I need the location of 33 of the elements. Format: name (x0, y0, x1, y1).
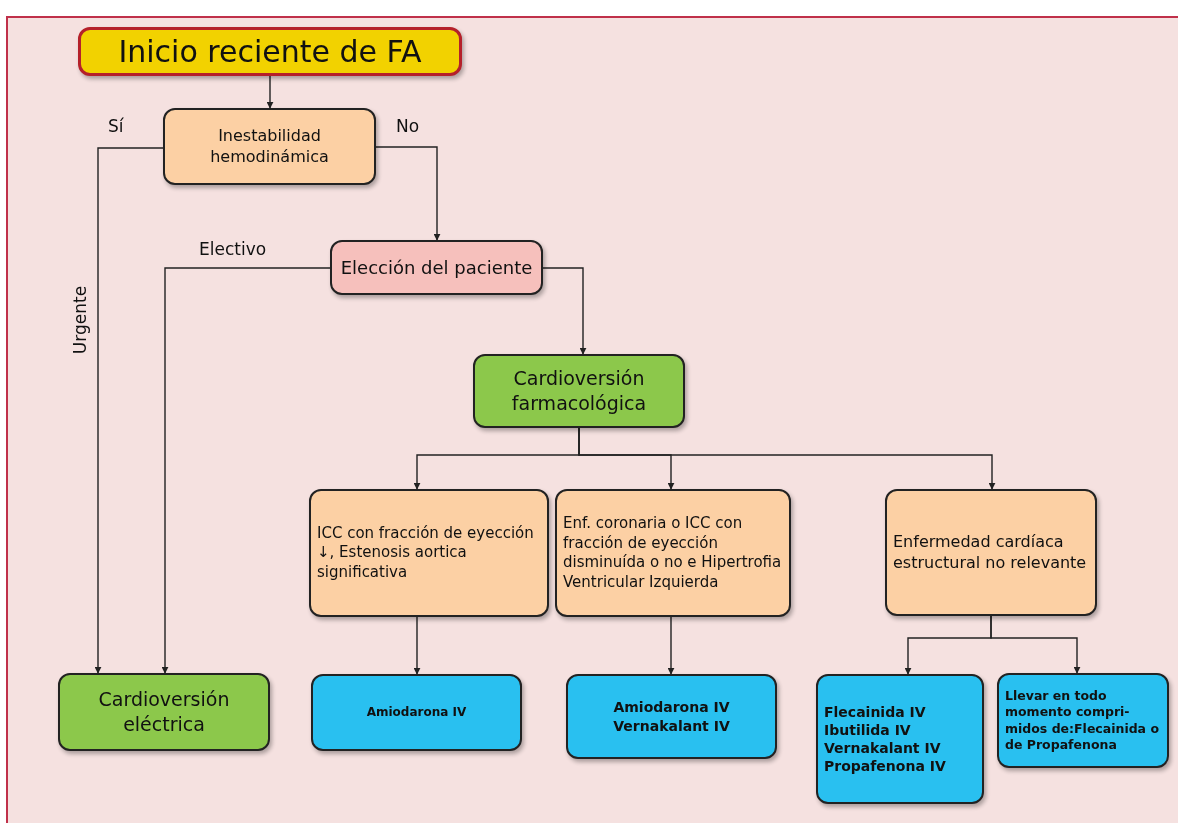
box-text: Enf. coronaria o ICC con fracción de eyección disminuída o no e Hipertrofia Ventricular Izquierda (563, 514, 783, 592)
treatment-box (816, 674, 984, 804)
treatment-box (311, 674, 522, 751)
condition-box (309, 489, 549, 617)
condition-box (163, 108, 376, 185)
box-text: Llevar en todo momento compri- midos de:Flecainida o de Propafenona (1005, 688, 1160, 753)
box-text: Inestabilidad hemodinámica (209, 125, 330, 168)
arrow (375, 146, 441, 241)
box-text: ICC con fracción de eyección ↓, Estenosis aortica significativa (317, 523, 535, 583)
arrow (667, 616, 675, 675)
arrow (413, 616, 421, 675)
box-text: Elección del paciente (340, 255, 533, 280)
procedure-box (473, 354, 685, 428)
arrow (161, 267, 331, 674)
arrow (94, 147, 164, 674)
decision-box (330, 240, 543, 295)
procedure-box (58, 673, 270, 751)
treatment-box (997, 673, 1169, 768)
box-text: Amiodarona IV Vernakalant IV (612, 698, 731, 735)
start-box (78, 27, 462, 76)
box-text: Flecainida IV Ibutilida IV Vernakalant IV Propafenona IV (824, 702, 947, 776)
arrow (578, 427, 996, 490)
condition-box (885, 489, 1097, 616)
arrow (266, 75, 274, 109)
treatment-box (566, 674, 777, 759)
arrow (542, 267, 587, 355)
arrow (990, 615, 1081, 674)
condition-box (555, 489, 791, 617)
box-text: Cardioversión eléctrica (97, 687, 231, 737)
box-text: Amiodarona IV (366, 704, 467, 721)
box-text: Enfermedad cardíaca estructural no relevante (893, 531, 1088, 574)
box-text: Inicio reciente de FA (118, 33, 422, 71)
box-text: Cardioversión farmacológica (510, 366, 648, 416)
